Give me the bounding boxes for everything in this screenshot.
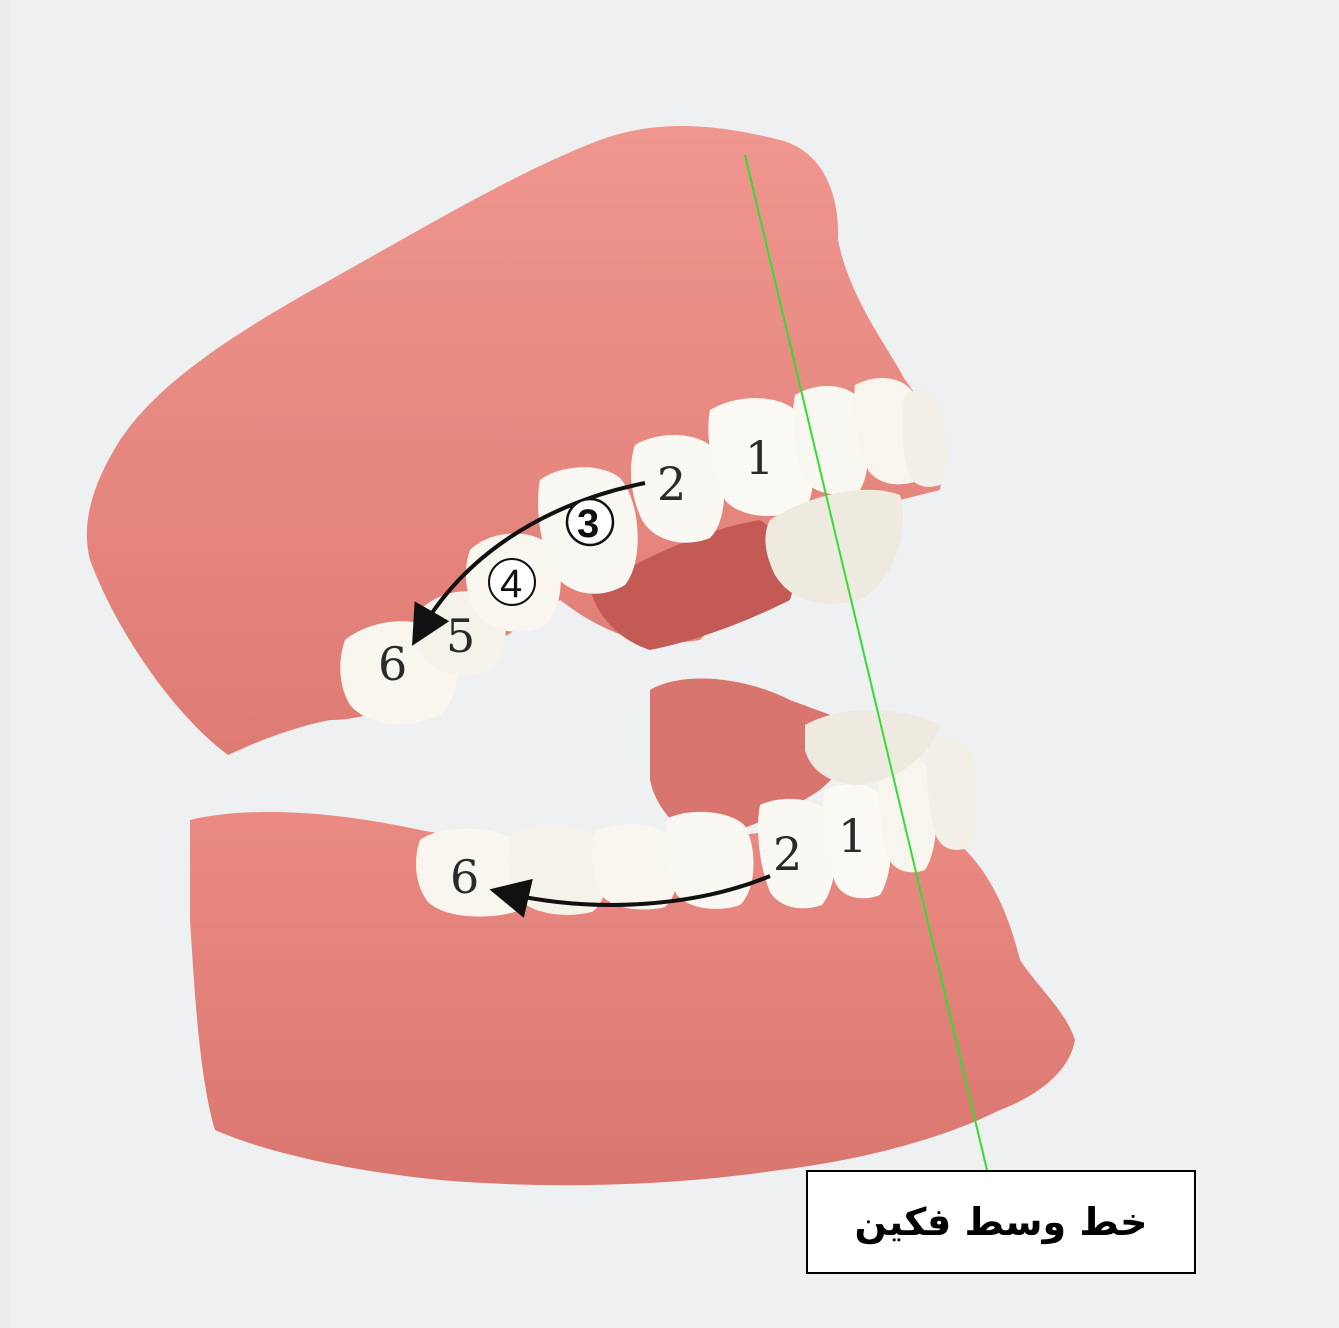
upper-label-5: 5 bbox=[446, 609, 475, 663]
upper-label-2: 2 bbox=[657, 457, 686, 511]
upper-label-1: 1 bbox=[745, 431, 774, 485]
lower-label-6: 6 bbox=[450, 850, 479, 904]
upper-label-3: 3 bbox=[577, 502, 599, 546]
caption-text: خط وسط فکین bbox=[855, 1200, 1148, 1244]
upper-label-4: 4 bbox=[500, 562, 522, 606]
upper-label-6: 6 bbox=[378, 637, 407, 691]
lower-label-2: 2 bbox=[773, 827, 802, 881]
caption-box: خط وسط فکین bbox=[806, 1170, 1196, 1274]
lower-label-1: 1 bbox=[838, 809, 867, 863]
lower-tooth-4 bbox=[592, 824, 678, 909]
